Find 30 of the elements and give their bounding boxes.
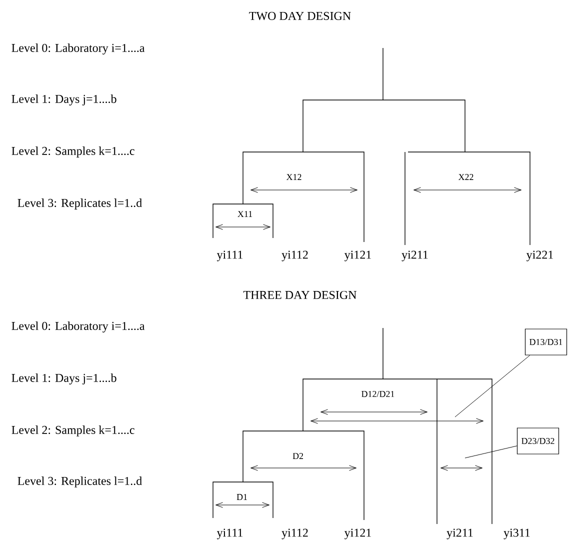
leaf-label: yi111 xyxy=(216,528,243,540)
leaf-label: yi221 xyxy=(526,250,553,262)
callout-box: D23/D32 xyxy=(516,428,560,454)
dimension-label: X22 xyxy=(458,174,474,180)
level-label: Level 2: Samples k=1....c xyxy=(12,146,134,158)
dimension-label: X11 xyxy=(238,211,252,217)
level-label: Level 0: Laboratory i=1....a xyxy=(12,322,145,332)
level-label: Level 3: Replicates l=1..d xyxy=(18,476,142,488)
heading: TWO DAY DESIGN xyxy=(249,12,351,20)
level-label: Level 1: Days j=1....b xyxy=(12,374,116,384)
dimension-label: D12/D21 xyxy=(362,390,394,398)
dimension-label: D2 xyxy=(292,453,303,459)
dimension-label: X12 xyxy=(286,174,302,180)
leaf-label: yi211 xyxy=(446,528,473,540)
leaf-label: yi111 xyxy=(216,250,243,262)
heading: THREE DAY DESIGN xyxy=(243,290,356,300)
leaf-label: yi121 xyxy=(344,250,371,262)
leaf-label: yi311 xyxy=(504,528,530,540)
leaf-label: yi121 xyxy=(344,528,371,540)
leaf-label: yi112 xyxy=(282,250,308,262)
dimension-label: D1 xyxy=(236,494,247,500)
leaf-label: yi112 xyxy=(282,528,308,540)
leader-line xyxy=(454,355,530,418)
level-label: Level 3: Replicates l=1..d xyxy=(18,198,142,210)
level-label: Level 2: Samples k=1....c xyxy=(12,426,134,436)
leader-line xyxy=(464,446,518,458)
leaf-label: yi211 xyxy=(402,250,428,262)
level-label: Level 0: Laboratory i=1....a xyxy=(12,44,145,54)
level-label: Level 1: Days j=1....b xyxy=(12,94,116,106)
callout-box: D13/D31 xyxy=(524,328,568,356)
